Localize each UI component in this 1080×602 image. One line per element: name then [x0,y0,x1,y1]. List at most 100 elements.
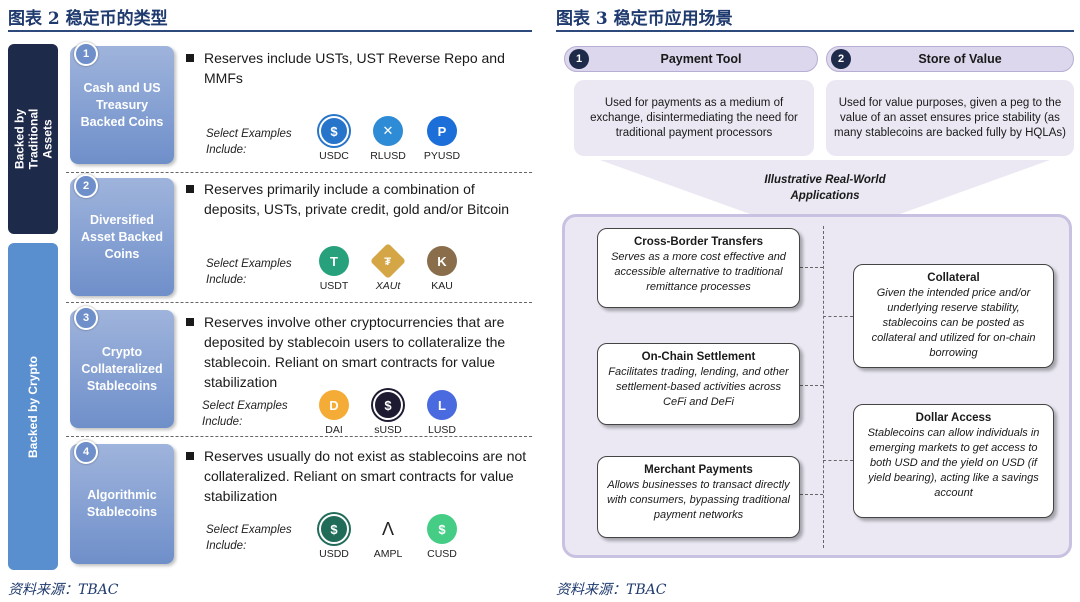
category-name: Diversified Asset Backed Coins [81,212,163,261]
category-description-text: Reserves involve other cryptocurrencies … [204,314,506,390]
dai-icon: D [319,390,349,420]
coin-susd: $ sUSD [363,390,413,436]
bullet-icon [186,185,194,193]
use-case-label: Payment Tool [660,52,742,66]
coin-pyusd: P PYUSD [417,116,467,162]
figure-2-rule [8,30,532,32]
category-number-badge: 4 [74,440,98,464]
coin-name: KAU [431,280,453,292]
coin-usdc: $ USDC [309,116,359,162]
side-label-crypto-text: Backed by Crypto [26,355,40,458]
coin-name: DAI [325,424,343,436]
coin-name: LUSD [427,424,456,436]
illustrative-applications-label: Illustrative Real-World Applications [764,174,886,202]
coin-ampl: Λ AMPL [363,514,413,560]
use-case-description-store: Used for value purposes, given a peg to … [826,80,1074,156]
category-name: Crypto Collateralized Stablecoins [81,344,163,393]
category-description: Reserves usually do not exist as stablec… [186,446,532,506]
coin-usdd: $ USDD [309,514,359,560]
row-divider [66,172,532,173]
coin-rlusd: ✕ RLUSD [363,116,413,162]
use-case-payment-tool: 1 Payment Tool [564,46,818,72]
application-body: Serves as a more cost effective and acce… [611,251,786,293]
category-description: Reserves involve other cryptocurrencies … [186,312,532,392]
use-case-number-badge: 1 [569,49,589,69]
usdt-icon: T [319,246,349,276]
category-row-1: Cash and US Treasury Backed Coins 1 Rese… [66,40,532,170]
coin-name: RLUSD [370,150,406,162]
category-description-text: Reserves primarily include a combination… [204,181,510,217]
category-row-4: Algorithmic Stablecoins 4 Reserves usual… [66,438,532,570]
susd-icon: $ [373,390,403,420]
usdd-icon: $ [319,514,349,544]
funnel-arrow-shape [600,160,1050,214]
category-row-3: Crypto Collateralized Stablecoins 3 Rese… [66,304,532,436]
examples-label: Select Examples Include: [206,258,292,286]
bullet-icon [186,54,194,62]
lusd-icon: L [427,390,457,420]
category-description: Reserves include USTs, UST Reverse Repo … [186,48,532,88]
application-title: Cross-Border Transfers [633,236,764,248]
category-row-2: Diversified Asset Backed Coins 2 Reserve… [66,174,532,300]
application-cross-border-transfers: Cross-Border Transfers Serves as a more … [597,228,800,308]
use-case-label: Store of Value [918,52,1002,66]
application-body: Given the intended price and/or underlyi… [871,287,1036,359]
xaut-glyph: ₮ [384,254,392,268]
category-box: Diversified Asset Backed Coins [70,178,174,296]
side-label-traditional-text: Backed by Traditional Assets [12,108,55,170]
coin-name: USDC [319,150,349,162]
application-merchant-payments: Merchant Payments Allows businesses to t… [597,456,800,538]
row-divider [66,436,532,437]
coin-dai: D DAI [309,390,359,436]
connector-line [823,460,853,461]
coin-usdt: T USDT [309,246,359,292]
coin-cusd: $ CUSD [417,514,467,560]
category-description-text: Reserves usually do not exist as stablec… [204,448,527,504]
bullet-icon [186,452,194,460]
use-case-store-of-value: 2 Store of Value [826,46,1074,72]
application-title: Collateral [927,272,980,284]
connector-line [800,385,823,386]
figure-2-source: 资料来源：TBAC [8,582,119,598]
row-divider [66,302,532,303]
side-label-crypto: Backed by Crypto [8,243,58,570]
application-body: Stablecoins can allow individuals in eme… [867,427,1040,499]
coin-name: USDD [319,548,349,560]
coin-name: sUSD [374,424,402,436]
application-body: Facilitates trading, lending, and other … [608,366,789,408]
figure-3-source: 资料来源：TBAC [556,582,667,598]
coin-name: CUSD [427,548,457,560]
application-title: Merchant Payments [644,464,753,476]
category-name: Algorithmic Stablecoins [86,488,158,519]
cusd-icon: $ [427,514,457,544]
figure-2-title: 图表 2 稳定币的类型 [8,9,168,29]
coin-name: PYUSD [423,150,461,162]
use-case-description-payment: Used for payments as a medium of exchang… [574,80,814,156]
kau-icon: K [427,246,457,276]
connector-line [823,316,853,317]
examples-label: Select Examples Include: [206,128,292,156]
side-label-traditional: Backed by Traditional Assets [8,44,58,234]
application-title: Dollar Access [915,412,992,424]
pyusd-icon: P [427,116,457,146]
rlusd-icon: ✕ [373,116,403,146]
coin-name: XAUt [375,280,401,292]
category-name: Cash and US Treasury Backed Coins [80,80,164,129]
category-number-badge: 2 [74,174,98,198]
usdc-icon: $ [319,116,349,146]
category-number-badge: 3 [74,306,98,330]
ampl-icon: Λ [373,514,403,544]
coin-name: AMPL [373,548,403,560]
category-box: Algorithmic Stablecoins [70,444,174,564]
examples-label: Select Examples Include: [202,400,288,428]
use-case-number-badge: 2 [831,49,851,69]
application-title: On-Chain Settlement [641,351,756,363]
bullet-icon [186,318,194,326]
application-body: Allows businesses to transact directly w… [607,479,790,521]
connector-line [800,494,823,495]
figure-3-title: 图表 3 稳定币应用场景 [556,9,733,29]
category-description: Reserves primarily include a combination… [186,179,532,219]
examples-label: Select Examples Include: [206,524,292,552]
xaut-icon: ₮ [369,242,407,280]
application-dollar-access: Dollar Access Stablecoins can allow indi… [853,404,1054,518]
